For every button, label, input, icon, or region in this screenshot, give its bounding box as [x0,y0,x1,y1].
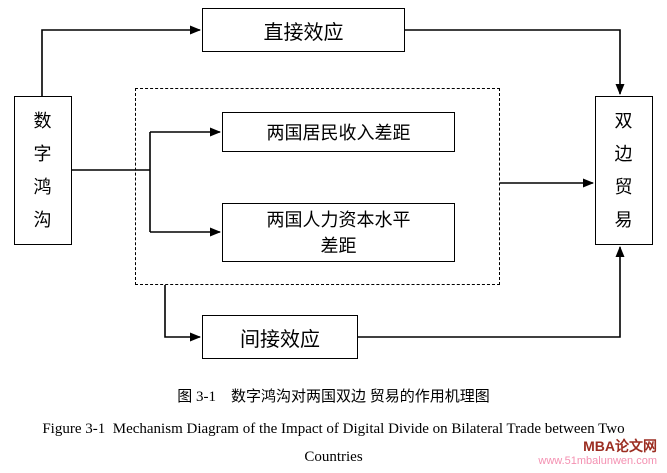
node-digital-divide: 数 字 鸿 沟 [14,96,72,245]
figure-caption-english-line1: Figure 3-1 Mechanism Diagram of the Impa… [42,421,625,437]
watermark: MBA论文网 www.51mbalunwen.com [538,438,657,469]
node-income-gap: 两国居民收入差距 [222,112,455,152]
node-bilateral-trade: 双 边 贸 易 [595,96,653,245]
figure-caption-chinese: 图 3-1 数字鸿沟对两国双边 贸易的作用机理图 [177,389,490,405]
node-human-capital-gap: 两国人力资本水平 差距 [222,203,455,262]
watermark-url: www.51mbalunwen.com [538,455,657,468]
figure-caption-english-line2: Countries [304,449,363,465]
mediator-dashed-group [135,88,500,285]
watermark-title: MBA论文网 [583,437,657,454]
node-direct-effect: 直接效应 [202,8,405,52]
node-indirect-effect: 间接效应 [202,315,358,359]
